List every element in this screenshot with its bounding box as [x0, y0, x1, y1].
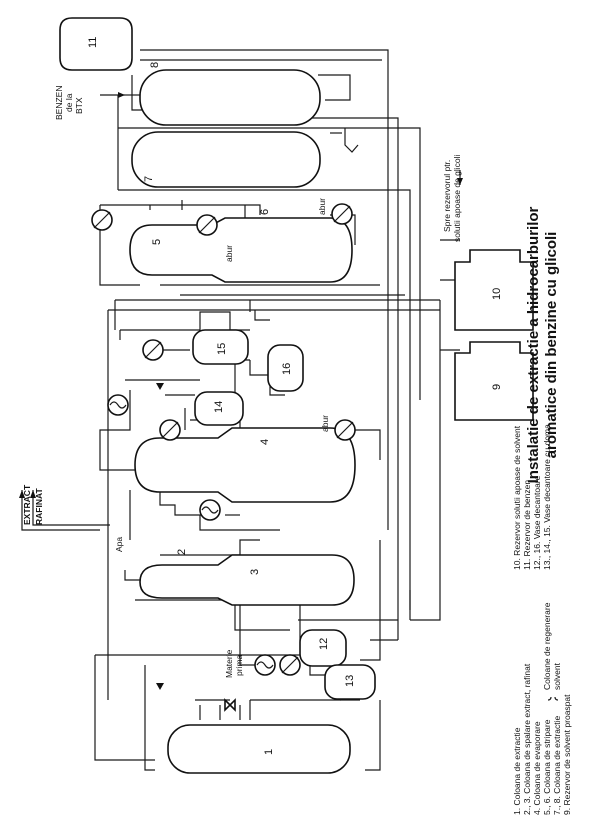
vessel-7	[131, 131, 321, 188]
vessel-14	[194, 391, 244, 426]
legend-item: 5., 6. Coloana de stripare	[542, 719, 552, 815]
legend-brace-label: Coloane de regenerare	[542, 602, 552, 690]
valve-icon	[224, 698, 236, 712]
title-line-1: Instalatie de extractie a hidrocarburilo…	[525, 206, 542, 483]
vessel-2-3	[139, 554, 355, 606]
equipment-labels: 11 8 7 5 6 15 16 14 4 2 3 12 13 1 10 9	[87, 37, 503, 755]
label-7: 7	[143, 176, 155, 182]
label-4: 4	[259, 439, 271, 445]
vessel-15	[192, 329, 249, 365]
abur-label: abur	[320, 415, 330, 432]
label-2: 2	[176, 549, 188, 555]
legend: 1. Coloana de extractie 2., 3. Coloana d…	[512, 424, 572, 815]
heat-exchangers	[91, 203, 356, 676]
legend-item: 10. Rezervor solutii apoase de solvent	[512, 425, 522, 570]
legend-item: 12., 16. Vase decantoare	[532, 475, 542, 570]
vessel-16	[267, 344, 304, 392]
vessel-11	[59, 17, 133, 71]
label-13: 13	[344, 675, 356, 687]
title-line-2: aromatice din benzine cu glicoli	[543, 232, 560, 459]
vessel-8	[139, 69, 321, 126]
benzen-label: de la	[64, 93, 74, 112]
flow-arrows	[19, 92, 463, 690]
label-15: 15	[216, 343, 228, 355]
label-8: 8	[149, 62, 161, 68]
legend-item: 13., 14., 15. Vase decantoare cu doma	[542, 424, 552, 570]
vessel-13	[324, 664, 376, 700]
label-10: 10	[491, 288, 503, 300]
abur-label: abur	[224, 245, 234, 262]
extract-label: EXTRACT	[22, 484, 32, 525]
label-1: 1	[263, 749, 275, 755]
label-9: 9	[491, 384, 503, 390]
label-11: 11	[87, 37, 99, 48]
benzen-label: BTX	[74, 97, 84, 114]
materie-label: Materie	[224, 649, 234, 678]
label-3: 3	[249, 569, 261, 575]
stream-labels: BENZEN de la BTX Spre rezervorul ptr. so…	[22, 86, 462, 678]
legend-item: 1. Coloana de extractie	[512, 727, 522, 815]
legend-item: 2., 3. Coloana de spalare extract, rafin…	[522, 663, 532, 815]
tank-9	[454, 341, 534, 421]
tank-10	[454, 249, 534, 331]
rafinat-label: RAFINAT	[34, 488, 44, 525]
label-12: 12	[318, 638, 330, 650]
vessel-5-6	[129, 217, 353, 283]
benzen-label: BENZEN	[54, 86, 64, 120]
legend-item: 4. Coloana de evaporare	[532, 721, 542, 815]
label-6: 6	[259, 209, 271, 215]
abur-label: abur	[317, 198, 327, 215]
legend-item: 7., 8. Coloana de extractie	[552, 715, 562, 815]
legend-item: 9. Rezervor de solvent proaspat	[562, 694, 572, 815]
spre-label: Spre rezervorul ptr.	[442, 160, 452, 232]
materie-label: prima	[234, 654, 244, 676]
legend-item: 11. Rezervor de benzen	[522, 480, 532, 570]
legend-brace-label: solvent	[552, 662, 562, 690]
vessels	[59, 17, 534, 774]
label-14: 14	[213, 401, 225, 413]
label-5: 5	[151, 239, 163, 245]
spre-label: solutii apoase de glicoli	[452, 154, 462, 242]
diagram-title: Instalatie de extractie a hidrocarburilo…	[525, 206, 560, 483]
label-16: 16	[281, 363, 293, 375]
apa-label: Apa	[114, 537, 124, 552]
vessel-1	[167, 724, 351, 774]
vessel-12	[299, 629, 347, 667]
